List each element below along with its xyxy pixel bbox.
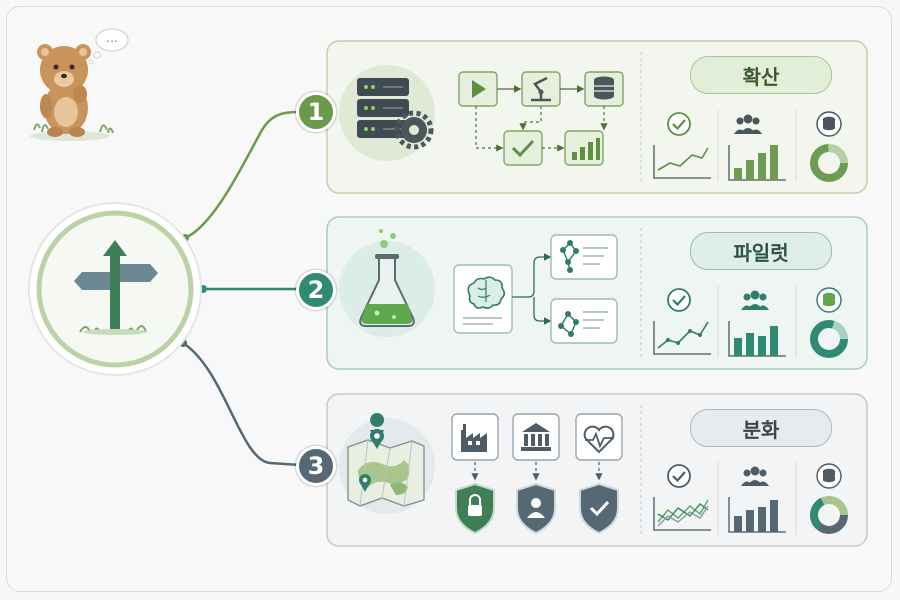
connector-3 bbox=[182, 341, 301, 467]
network-node-icon bbox=[560, 240, 579, 273]
checkmark-circle-icon bbox=[667, 288, 691, 312]
stage-label-2: 파일럿 bbox=[690, 232, 832, 270]
database-icon bbox=[816, 111, 842, 137]
stage-label-3: 분화 bbox=[690, 409, 832, 447]
checkmark-circle-icon bbox=[667, 112, 691, 136]
step-number-2: 2 bbox=[296, 270, 336, 310]
step-number-1: 1 bbox=[296, 92, 336, 132]
bubble-text: ... bbox=[106, 31, 117, 45]
lock-shield-icon bbox=[455, 482, 495, 535]
bank-icon bbox=[512, 413, 560, 461]
check-icon bbox=[503, 130, 543, 166]
connector-1 bbox=[184, 110, 301, 240]
user-shield-icon bbox=[516, 482, 556, 535]
flow-row-2 bbox=[453, 234, 618, 344]
checkmark-circle-icon bbox=[667, 464, 691, 488]
metrics-row-1 bbox=[653, 110, 848, 182]
thinking-bear-icon bbox=[30, 44, 114, 141]
heartbeat-icon bbox=[575, 413, 623, 461]
signpost-icon bbox=[74, 240, 158, 335]
step-number-3: 3 bbox=[296, 446, 336, 486]
people-icon bbox=[741, 466, 769, 486]
stage-label-1: 확산 bbox=[690, 56, 832, 94]
flask-icon bbox=[339, 229, 435, 337]
thought-bubble: ... bbox=[88, 28, 129, 65]
database-icon bbox=[816, 463, 842, 489]
database-icon bbox=[816, 287, 842, 313]
people-icon bbox=[741, 290, 769, 310]
flow-row-3 bbox=[451, 413, 623, 535]
check-shield-icon bbox=[579, 482, 619, 535]
flow-row-1 bbox=[458, 71, 624, 166]
hub-signpost bbox=[28, 202, 202, 376]
people-icon bbox=[734, 114, 762, 134]
server-gear-icon bbox=[339, 65, 435, 161]
metrics-row-3 bbox=[653, 462, 848, 535]
map-pins-icon bbox=[339, 413, 435, 514]
network-node-icon bbox=[558, 311, 579, 337]
metrics-row-2 bbox=[653, 286, 848, 358]
